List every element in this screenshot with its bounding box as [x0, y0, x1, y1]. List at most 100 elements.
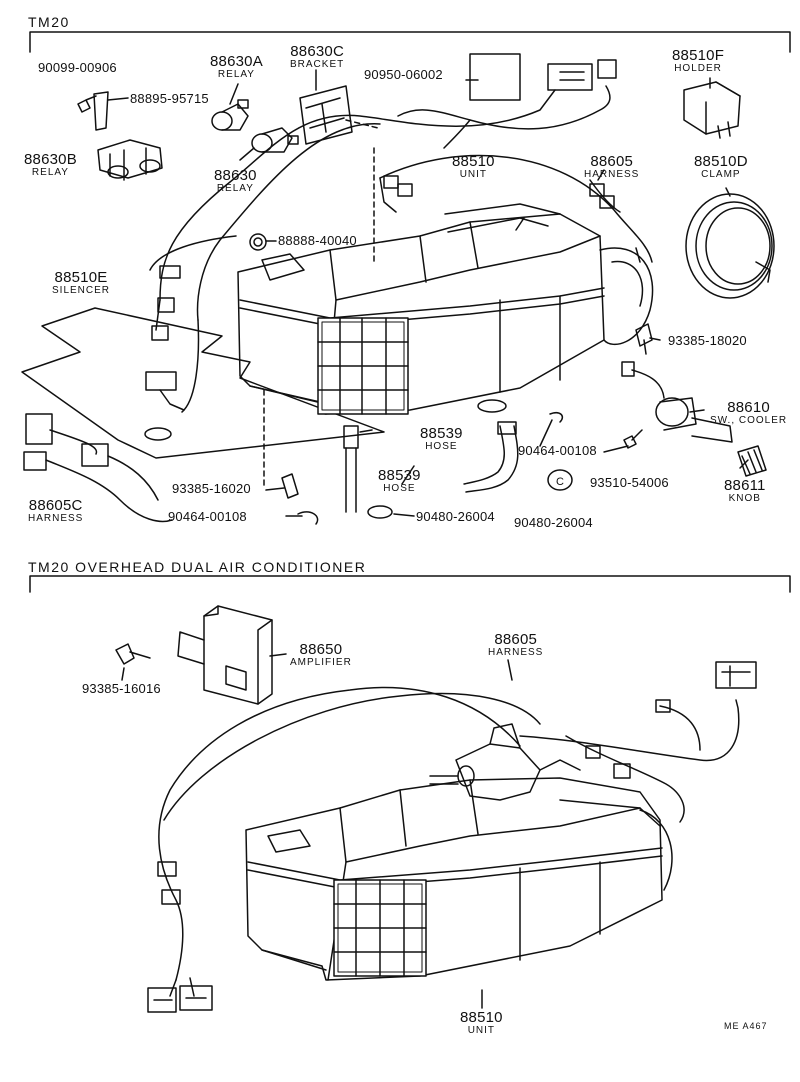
clip-90464-top	[549, 411, 564, 423]
label-88605c: 88605C HARNESS	[28, 498, 83, 524]
label-90950-06002: 90950-06002	[364, 67, 443, 82]
grommet-90480-left	[367, 505, 393, 519]
label-88611: 88611 KNOB	[724, 478, 766, 504]
svg-text:C: C	[556, 476, 564, 488]
label-88630c: 88630C BRACKET	[290, 44, 344, 70]
relay-88630b-shape	[97, 139, 163, 181]
part-name: UNIT	[459, 168, 488, 180]
connector	[157, 297, 175, 313]
label-90464-00108-lower: 90464-00108	[168, 509, 247, 524]
part-number: 88630A	[210, 53, 263, 70]
bracket-88630c-shape	[299, 85, 353, 145]
label-93385-16020: 93385-16020	[172, 481, 251, 496]
part-name: HARNESS	[28, 512, 84, 524]
part-number: 88605C	[28, 497, 83, 514]
switch-88610-shape	[621, 361, 733, 443]
harness-wires-top	[149, 85, 653, 413]
strap-88895	[93, 91, 109, 131]
part-name: CLAMP	[701, 168, 741, 180]
label-88510f: 88510F HOLDER	[672, 48, 724, 74]
label-90480-26004-left: 90480-26004	[416, 509, 495, 524]
cooling-unit-bottom	[245, 723, 673, 981]
part-number: 88539	[420, 425, 463, 442]
label-88888-40040: 88888-40040	[278, 233, 357, 248]
part-number: 88510E	[54, 269, 108, 286]
connector	[145, 371, 177, 391]
label-90464-00108-upper: 90464-00108	[518, 443, 597, 458]
part-number: 88630C	[290, 43, 344, 60]
screw-93510	[623, 429, 643, 449]
bolt-93385-16020	[281, 473, 299, 499]
connector	[383, 175, 399, 189]
label-93385-18020: 93385-18020	[668, 333, 747, 348]
label-88510-top: 88510 UNIT	[452, 154, 495, 180]
part-name: SILENCER	[52, 284, 111, 296]
part-number: 88605	[494, 631, 538, 648]
label-88895-95715: 88895-95715	[130, 91, 209, 106]
connector-88605-top	[547, 59, 617, 91]
part-name: HOLDER	[674, 62, 722, 74]
part-number: 88539	[378, 467, 421, 484]
part-number: 88510D	[694, 153, 748, 170]
relay-88630a-shape	[211, 99, 249, 131]
part-name: HARNESS	[488, 646, 544, 658]
part-number: 88605	[590, 153, 634, 170]
label-90099-00906: 90099-00906	[38, 60, 117, 75]
part-name: RELAY	[216, 182, 254, 194]
label-88510e: 88510E SILENCER	[52, 270, 110, 296]
relay-88630-shape	[251, 127, 299, 153]
hose-88539-upper	[463, 421, 519, 493]
amplifier-88650-shape	[177, 605, 273, 705]
part-name: RELAY	[217, 68, 255, 80]
label-88650: 88650 AMPLIFIER	[290, 642, 352, 668]
label-88630a: 88630A RELAY	[210, 54, 263, 80]
part-name: AMPLIFIER	[290, 656, 352, 668]
connectors-bottom	[147, 661, 757, 1013]
bottom-section-frame	[29, 575, 791, 593]
part-name: KNOB	[728, 492, 761, 504]
hose-88539-lower	[343, 425, 359, 513]
label-88630: 88630 RELAY	[214, 168, 257, 194]
harness-wires-bottom	[158, 686, 740, 997]
label-88539-upper: 88539 HOSE	[420, 426, 463, 452]
part-number: 88630B	[24, 151, 77, 168]
label-93510-54006: 93510-54006	[590, 475, 669, 490]
part-number: 88510	[460, 1009, 503, 1026]
label-90480-26004-right: 90480-26004	[514, 515, 593, 530]
part-name: SW., COOLER	[710, 414, 788, 426]
part-number: 88611	[724, 477, 766, 494]
label-88605-top: 88605 HARNESS	[584, 154, 639, 180]
knob-88611-shape	[737, 445, 767, 477]
part-name: BRACKET	[290, 58, 345, 70]
connector	[159, 265, 181, 279]
part-name: HOSE	[425, 440, 458, 452]
part-number: 88510F	[672, 47, 725, 64]
label-88605-bottom: 88605 HARNESS	[488, 632, 543, 658]
silencer-sheet	[21, 307, 385, 459]
label-88610: 88610 SW., COOLER	[710, 400, 787, 426]
label-88539-lower: 88539 HOSE	[378, 468, 421, 494]
part-name: RELAY	[31, 166, 69, 178]
label-88510d: 88510D CLAMP	[694, 154, 748, 180]
part-number: 88510	[452, 153, 495, 170]
clamp-88510d-shape	[685, 193, 775, 299]
holder-88510f-shape	[683, 81, 741, 139]
harness-88605c-shape	[23, 413, 173, 523]
screw-90099	[77, 95, 97, 113]
filter-90950	[469, 53, 521, 101]
bolt-93385-16016	[115, 643, 151, 665]
connector	[589, 183, 605, 197]
connector	[397, 183, 413, 197]
part-name: UNIT	[467, 1024, 496, 1036]
label-88630b: 88630B RELAY	[24, 152, 77, 178]
part-number: 88630	[214, 167, 257, 184]
section-title-bottom: TM20 OVERHEAD DUAL AIR CONDITIONER	[28, 559, 367, 575]
section-title-top: TM20	[28, 14, 70, 30]
connector	[599, 195, 615, 209]
bolt-93385-18020	[635, 323, 653, 355]
label-93385-16016: 93385-16016	[82, 681, 161, 696]
clip-90464-lower	[297, 511, 319, 525]
connector	[151, 325, 169, 341]
part-name: HOSE	[383, 482, 416, 494]
